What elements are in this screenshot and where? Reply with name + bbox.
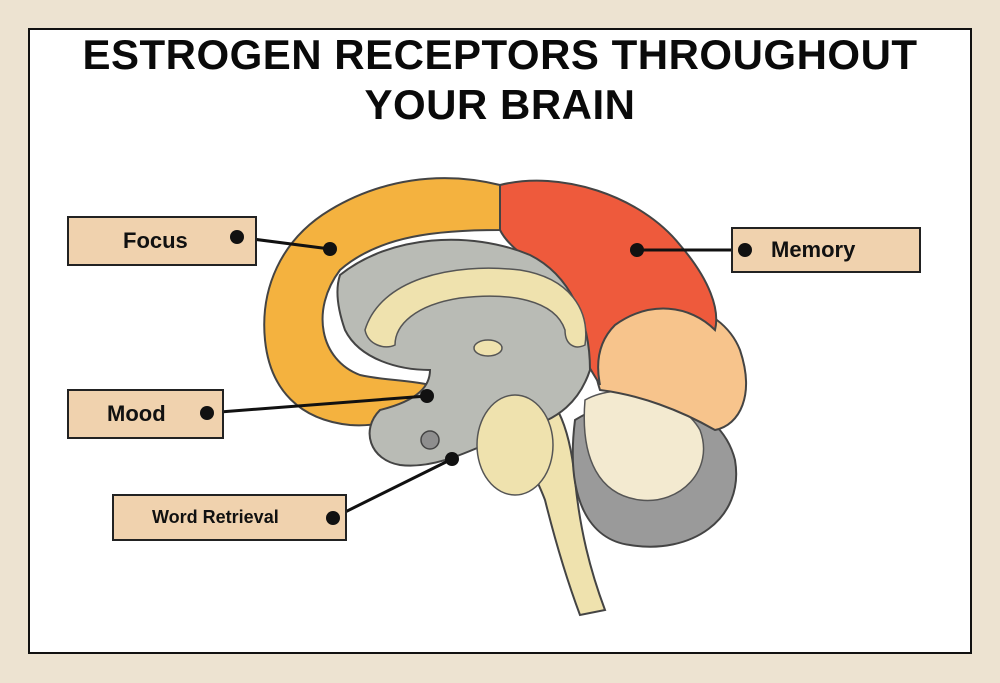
word-retrieval-connector xyxy=(332,457,453,520)
mood-dot-brain xyxy=(420,389,434,403)
thalamus xyxy=(473,339,503,357)
page-title: ESTROGEN RECEPTORS THROUGHOUT YOUR BRAIN xyxy=(0,30,1000,130)
label-focus: Focus xyxy=(67,216,257,266)
mood-connector xyxy=(206,394,428,415)
label-memory: Memory xyxy=(731,227,921,273)
label-focus-text: Focus xyxy=(123,228,188,253)
focus-dot-brain xyxy=(323,242,337,256)
memory-dot-brain xyxy=(630,243,644,257)
label-mood: Mood xyxy=(67,389,224,439)
word-retrieval-dot-brain xyxy=(445,452,459,466)
label-word-retrieval: Word Retrieval xyxy=(112,494,347,541)
pons xyxy=(476,394,554,496)
corpus-callosum xyxy=(364,267,587,348)
title-line-1: ESTROGEN RECEPTORS THROUGHOUT xyxy=(82,31,918,78)
pituitary xyxy=(420,430,440,450)
label-word-retrieval-text: Word Retrieval xyxy=(152,507,279,527)
label-mood-text: Mood xyxy=(107,401,166,426)
label-memory-text: Memory xyxy=(771,237,856,262)
title-line-2: YOUR BRAIN xyxy=(364,81,636,128)
